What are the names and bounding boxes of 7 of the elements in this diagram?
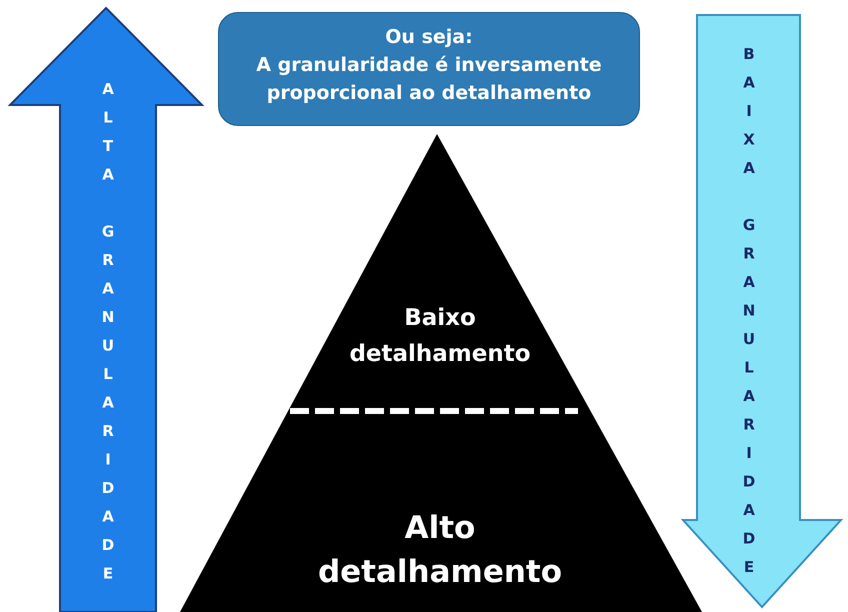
heading-text: Ou seja: xyxy=(384,25,474,50)
vertical-text: BAIXA GRANULARIDADE xyxy=(741,45,756,586)
callout-text: A granularidade é inversamente proporcional ao detalhamento xyxy=(255,53,603,106)
vertical-text: ALTA GRANULARIDADE xyxy=(100,80,115,593)
lower-level-label: Alto detalhamento xyxy=(316,509,564,592)
upper-level-label: Baixo detalhamento xyxy=(348,304,532,369)
callout-box xyxy=(218,12,640,126)
